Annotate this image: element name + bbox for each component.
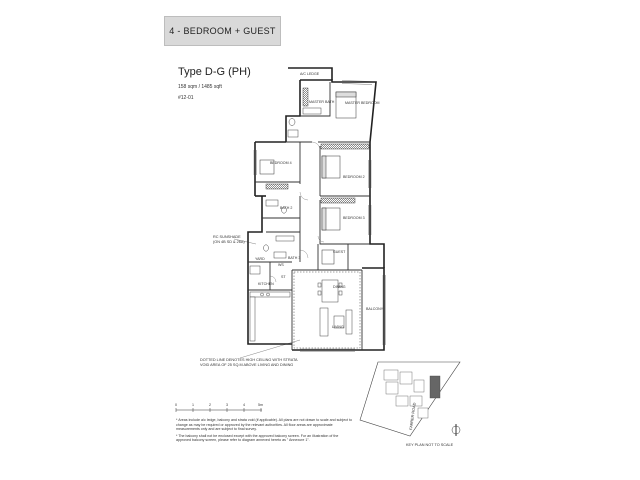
key-plan-highlighted-unit bbox=[429, 375, 441, 399]
room-label-balcony: BALCONY bbox=[366, 307, 384, 311]
room-label-master-bath: MASTER BATH bbox=[309, 100, 335, 104]
note-2: * The balcony shall not be enclosed exce… bbox=[176, 433, 339, 443]
room-label-ws: WS bbox=[278, 263, 284, 267]
room-label-bath-3: BATH 3 bbox=[288, 256, 300, 260]
high-ceiling-note-line-2: VOID AREA OF 25 SQ.M ABOVE LIVING AND DI… bbox=[200, 363, 293, 367]
high-ceiling-outline bbox=[293, 271, 361, 349]
room-label-bedroom-2: BEDROOM 2 bbox=[343, 175, 365, 179]
scale-tick-3: 3 bbox=[226, 403, 228, 407]
living-set bbox=[319, 307, 353, 337]
dining-set bbox=[317, 279, 343, 303]
beds bbox=[259, 91, 357, 265]
north-arrow-icon bbox=[451, 424, 461, 436]
plan-type-tab: 4 - BEDROOM + GUEST bbox=[164, 16, 281, 46]
wardrobes bbox=[265, 87, 370, 204]
unit-type-title: Type D-G (PH) bbox=[178, 66, 251, 78]
room-label-st: ST bbox=[281, 275, 286, 279]
key-plan-road-label: FARRER ROAD bbox=[409, 402, 417, 430]
guest-bed bbox=[321, 249, 335, 265]
room-label-master-bedroom: MASTER BEDROOM bbox=[345, 101, 380, 105]
scale-tick-4: 4 bbox=[243, 403, 245, 407]
note-1: * Areas include a/c ledge, balcony and s… bbox=[176, 418, 352, 432]
room-label-guest: GUEST bbox=[333, 250, 346, 254]
unit-number: #12-01 bbox=[178, 95, 194, 101]
key-plan-caption: KEY PLAN NOT TO SCALE bbox=[406, 443, 454, 447]
rc-sunshade-sublabel: (ON 4B SD & 26A) bbox=[213, 240, 245, 244]
room-label-yard: YARD bbox=[255, 257, 265, 261]
scale-tick-2: 2 bbox=[209, 403, 211, 407]
kitchen-counters bbox=[249, 265, 291, 342]
scale-tick-5m: 5m bbox=[258, 403, 263, 407]
room-label-living: LIVING bbox=[332, 325, 344, 329]
rc-sunshade-label: RC SUNSHADE bbox=[213, 235, 241, 239]
room-label-bath-2: BATH 2 bbox=[280, 206, 292, 210]
room-labels: A/C LEDGE MASTER BATH MASTER BEDROOM BED… bbox=[255, 72, 384, 329]
room-label-bedroom-3: BEDROOM 3 bbox=[343, 216, 365, 220]
key-plan: FARRER ROAD KEY PLAN NOT TO SCALE bbox=[359, 361, 461, 447]
door-swings bbox=[269, 141, 325, 283]
high-ceiling-note-line-1: DOTTED LINE DENOTES HIGH CEILING WITH ST… bbox=[200, 358, 298, 362]
unit-area: 158 sqm / 1485 sqft bbox=[178, 84, 222, 90]
room-label-dining: DINING bbox=[333, 285, 346, 289]
windows bbox=[253, 80, 386, 352]
bath-fixtures bbox=[263, 107, 322, 259]
notes: * Areas include a/c ledge, balcony and s… bbox=[176, 418, 354, 445]
annotations: RC SUNSHADE (ON 4B SD & 26A) DOTTED LINE… bbox=[200, 235, 301, 367]
exterior-walls bbox=[247, 67, 385, 351]
room-label-ac-ledge: A/C LEDGE bbox=[300, 72, 320, 76]
interior-walls bbox=[248, 82, 370, 350]
bed-4 bbox=[259, 159, 275, 175]
room-label-bedroom-4: BEDROOM 4 bbox=[270, 161, 292, 165]
scale-tick-1: 1 bbox=[192, 403, 194, 407]
room-label-kitchen: KITCHEN bbox=[258, 282, 274, 286]
scale-tick-0: 0 bbox=[175, 403, 177, 407]
scale-bar: 0 1 2 3 4 5m bbox=[175, 403, 263, 412]
